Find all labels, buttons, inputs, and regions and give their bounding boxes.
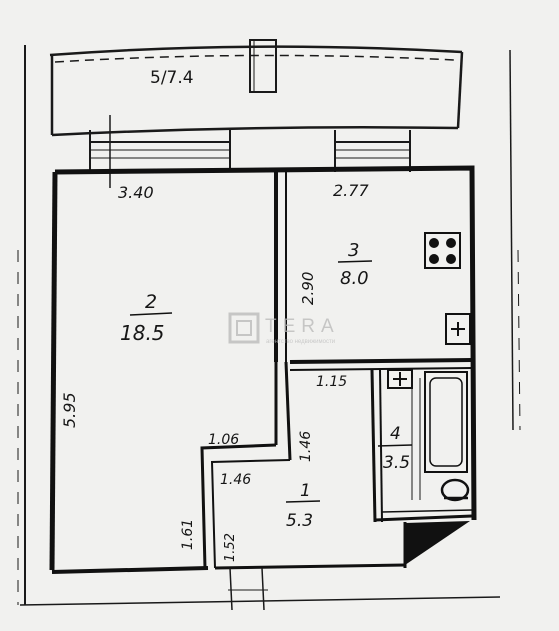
room3-area: 8.0	[340, 268, 369, 289]
window-room2	[89, 115, 231, 188]
sink-icon	[445, 313, 471, 345]
room2-fraction-line	[129, 312, 173, 316]
room4-fraction-line	[377, 444, 413, 447]
watermark: TERA агентство недвижимости	[228, 312, 340, 345]
room4-number: 4	[390, 424, 401, 444]
dim-room2-width: 3.40	[118, 183, 154, 202]
room4-area: 3.5	[383, 453, 410, 473]
dim-hall-depth-left: 1.61	[180, 519, 196, 550]
toilet-icon	[440, 478, 470, 502]
dim-hall-depth-inner: 1.52	[223, 533, 238, 562]
bathroom-fixture-lines	[411, 378, 421, 500]
walls	[49, 165, 477, 574]
room2-area: 18.5	[120, 321, 165, 345]
watermark-brand: TERA	[265, 316, 340, 337]
dim-room3-depth: 2.90	[299, 272, 317, 305]
door-marks	[228, 567, 268, 611]
outer-facade	[17, 45, 521, 606]
room1-number: 1	[300, 481, 311, 501]
balcony	[49, 39, 464, 137]
bathtub-icon	[424, 371, 468, 473]
dim-room3-width: 2.77	[333, 181, 369, 200]
room3-number: 3	[348, 240, 359, 261]
entrance-door	[403, 521, 470, 566]
dim-niche-width: 1.06	[208, 432, 239, 448]
dim-corridor-upper-width: 1.15	[316, 374, 347, 390]
dim-corridor-side-depth: 1.46	[298, 431, 314, 462]
room1-fraction-line	[285, 500, 321, 503]
window-room3	[334, 130, 411, 172]
watermark-tagline: агентство недвижимости	[266, 339, 335, 345]
dim-room2-depth: 5.95	[60, 392, 79, 428]
balcony-label: 5/7.4	[150, 68, 194, 88]
stove-icon	[424, 232, 461, 269]
room1-area: 5.3	[286, 511, 313, 531]
room3-fraction-line	[337, 260, 373, 263]
room2-number: 2	[145, 291, 157, 313]
dim-hall-width: 1.46	[220, 472, 251, 488]
